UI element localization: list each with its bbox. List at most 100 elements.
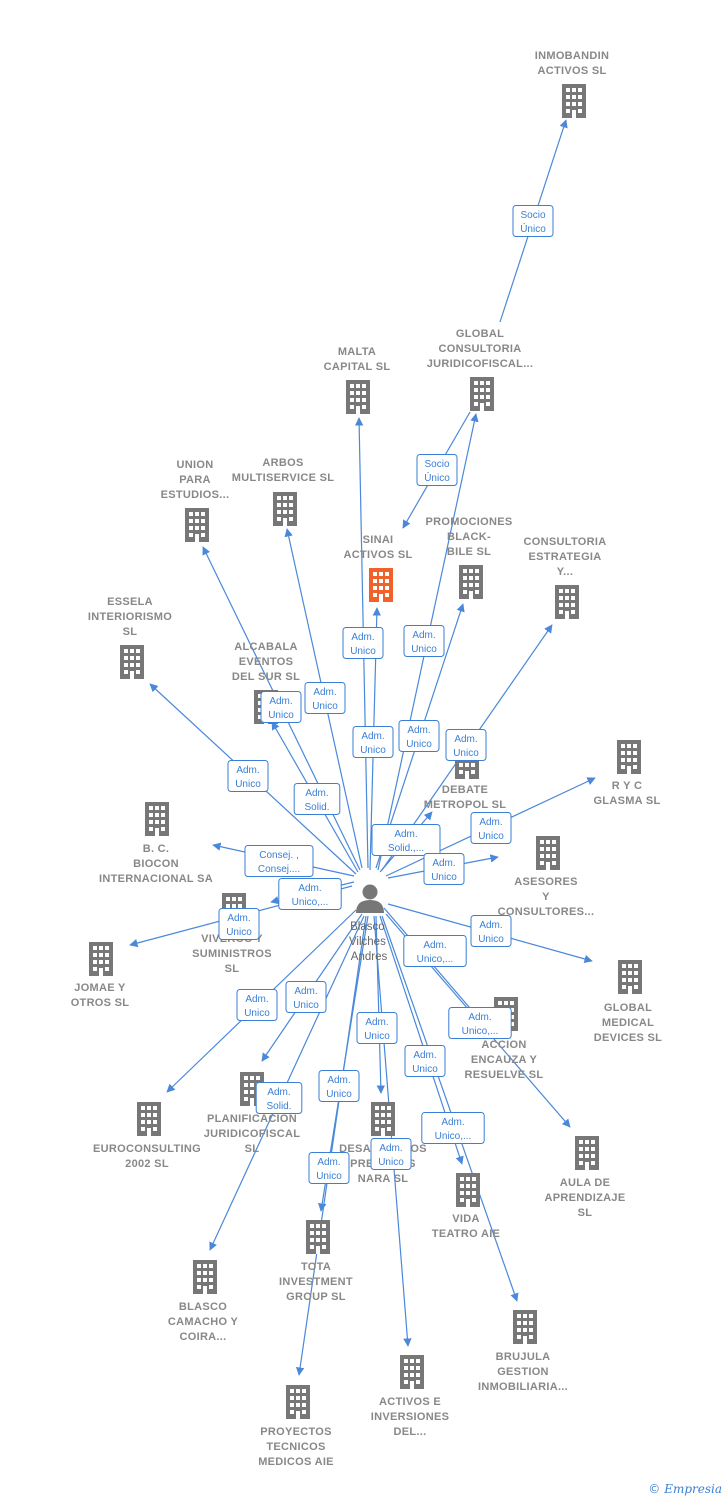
person-name-line: Vilches [349,936,386,948]
edge-label-e-tota[interactable]: Adm.Unico [318,1070,360,1102]
edge-label-line: Adm. [394,829,417,840]
edge-label-e-alcabala[interactable]: Adm.Unico [260,691,302,723]
edge-label-line: Unico,... [435,1131,472,1142]
edge-label-e-vida[interactable]: Adm.Unico [404,1045,446,1077]
company-name-line: MALTA [338,346,376,358]
edge-label-box [236,989,278,1021]
edge-label-line: Adm. [407,725,430,736]
company-name-line: MEDICOS AIE [258,1456,334,1468]
edge-label-e-proyectos[interactable]: Adm.Unico [308,1152,350,1184]
company-name-line: PLANIFICACION [207,1113,297,1125]
edge-label-e-global-medical[interactable]: Adm.Unico [470,915,512,947]
edge-label-e-euro[interactable]: Adm.Unico [236,989,278,1021]
edge-label-e-blasco[interactable]: Adm.Solid. [255,1082,303,1114]
company-name-line: GESTION [497,1366,549,1378]
edge-label-e-arbos[interactable]: Adm.Unico [304,682,346,714]
edge-label-e-global[interactable]: Adm.Unico [403,625,445,657]
edge-label-e-malta[interactable]: Adm.Unico [352,726,394,758]
edge-label-e-consultoria[interactable]: Adm.Unico [445,729,487,761]
edge-label-line: Adm. [379,1143,402,1154]
company-name-line: DEL SUR SL [232,671,300,683]
company-name-line: COIRA... [179,1331,226,1343]
edge-label-e-brujula[interactable]: Adm.Unico,... [421,1112,485,1144]
building-icon [555,585,579,619]
building-icon [369,568,393,602]
edge-label-e-ryc[interactable]: Adm.Unico [470,812,512,844]
company-name-line: TEATRO AIE [432,1228,500,1240]
company-name-line: TOTA [301,1261,331,1273]
company-name-line: DEBATE [442,784,488,796]
edge-label-text: Adm.Unico,... [435,1117,472,1142]
company-name-line: JURIDICOFISCAL... [427,358,534,370]
company-name-line: DEL... [394,1426,427,1438]
edge-label-line: Adm. [227,913,250,924]
edge-label-e-planif[interactable]: Adm.Unico [285,981,327,1013]
edge-label-e-sinai[interactable]: Adm.Unico [342,627,384,659]
footer-brand[interactable]: ©Empresia [648,1482,722,1496]
edge-label-text: Adm.Unico [244,994,270,1019]
company-name-line: INMOBILIARIA... [478,1381,568,1393]
edge-label-e-asesores[interactable]: Adm.Unico [423,853,465,885]
edge-label-box [260,691,302,723]
edge-label-e-debate[interactable]: Adm.Solid.,... [371,824,441,856]
edge-label-e-bc[interactable]: Consej. ,Consej.... [244,845,314,877]
edge-label-e-jomae[interactable]: Adm.Unico [218,908,260,940]
edge-label-box [448,1007,512,1039]
company-name-line: SL [578,1207,593,1219]
edge-label-e-viveros[interactable]: Adm.Unico,... [278,878,342,910]
edge-label-box [304,682,346,714]
person-node[interactable]: Blasco Vilches Andres [349,884,389,964]
edge-label-text: Adm.Unico [478,920,504,945]
edge-label-line: Unico [412,1064,438,1075]
edge-label-e-aula[interactable]: Adm.Unico,... [448,1007,512,1039]
edge-label-e-accion[interactable]: Adm.Unico,... [403,935,467,967]
company-name-line: BIOCON [133,858,179,870]
building-icon [185,508,209,542]
edge-label-e-union[interactable]: Adm.Solid. [293,783,341,815]
edge-label-e-promociones[interactable]: Adm.Unico [398,720,440,752]
edge-label-e-desarrollos[interactable]: Adm.Unico [356,1012,398,1044]
company-name-line: SL [245,1143,260,1155]
building-icon [456,1173,480,1207]
company-name-line: INVERSIONES [371,1411,450,1423]
edge-label-box [244,845,314,877]
company-name-line: ACTIVOS SL [537,65,606,77]
edge-label-e-activos[interactable]: Adm.Unico [370,1138,412,1170]
company-name-line: 2002 SL [125,1158,169,1170]
edge-label-e-essela[interactable]: Adm.Unico [227,760,269,792]
edge-label-line: Adm. [412,630,435,641]
